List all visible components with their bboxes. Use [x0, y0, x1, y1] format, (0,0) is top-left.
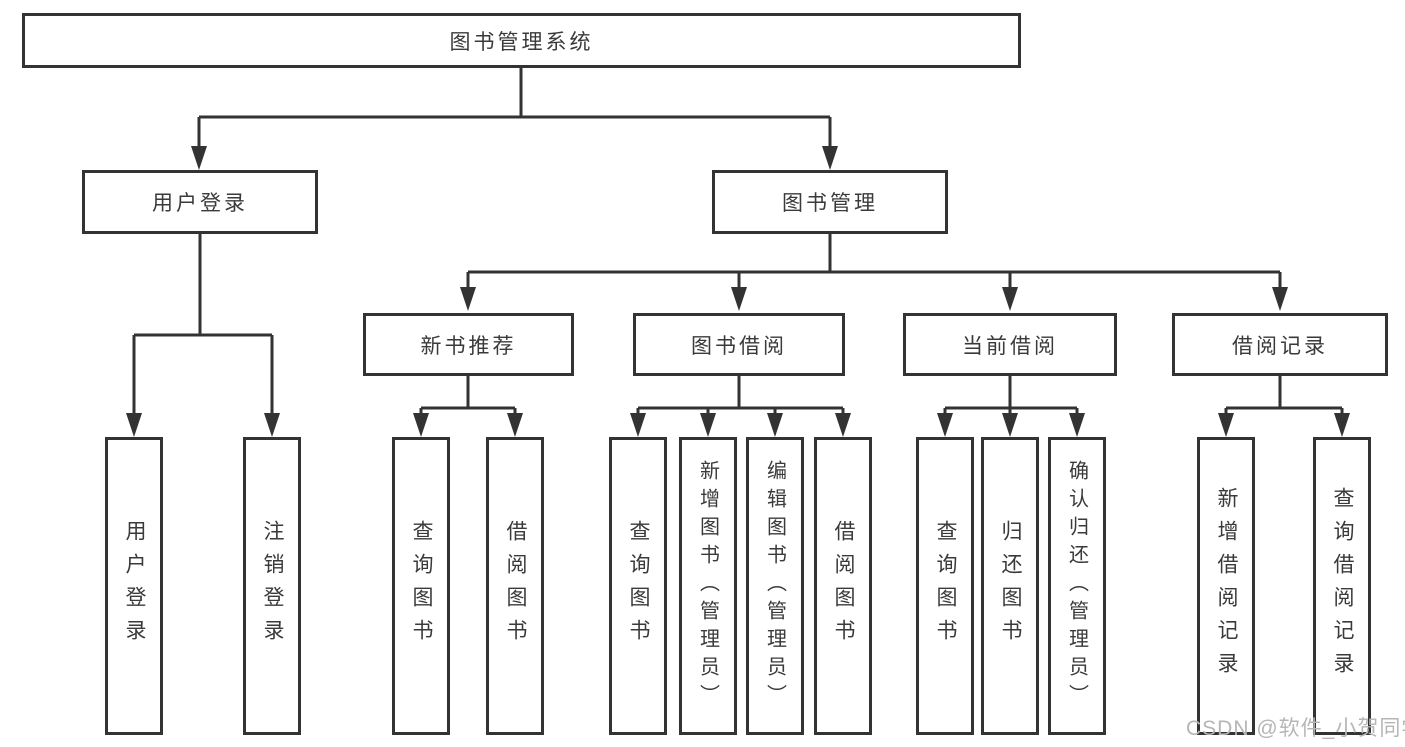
node-leaf-br-query-record: 查询借阅记录: [1313, 437, 1371, 735]
node-leaf-nb-borrow-books: 借阅图书: [486, 437, 544, 735]
arrowheads: [126, 146, 1350, 437]
node-leaf-cb-confirm-return-admin: 确认归还（管理员）: [1048, 437, 1106, 735]
node-label: 查询图书: [410, 520, 433, 652]
connector-bookmgmt-to-level3: [466, 234, 1282, 291]
node-label: 图书借阅: [691, 334, 787, 358]
node-leaf-cb-query-books: 查询图书: [916, 437, 974, 735]
node-root-system: 图书管理系统: [22, 13, 1021, 68]
node-label: 用户登录: [152, 192, 248, 215]
node-label: 查询图书: [627, 520, 650, 652]
node-label: 借阅图书: [504, 520, 527, 652]
node-label: 归还图书: [999, 520, 1022, 652]
node-label: 编辑图书（管理员）: [763, 460, 786, 712]
node-leaf-bb-borrow-books: 借阅图书: [814, 437, 872, 735]
node-label: 查询借阅记录: [1331, 487, 1354, 685]
node-leaf-cb-return-books: 归还图书: [981, 437, 1039, 735]
node-leaf-logout: 注销登录: [243, 437, 301, 735]
node-label: 图书管理系统: [449, 30, 594, 54]
node-book-management-branch: 图书管理: [712, 170, 948, 234]
csdn-watermark: CSDN @软件_小贺同学: [1186, 717, 1405, 740]
node-leaf-bb-edit-books-admin: 编辑图书（管理员）: [746, 437, 804, 735]
node-label: 借阅图书: [832, 520, 855, 652]
node-user-login-branch: 用户登录: [82, 170, 318, 234]
node-leaf-nb-query-books: 查询图书: [392, 437, 450, 735]
connector-currentborrow-to-leaves: [943, 376, 1079, 419]
node-leaf-br-add-record: 新增借阅记录: [1197, 437, 1255, 735]
node-label: 新增图书（管理员）: [696, 460, 719, 712]
connector-root-to-level2: [197, 68, 832, 150]
node-label: 新增借阅记录: [1215, 487, 1238, 685]
node-current-borrow: 当前借阅: [903, 313, 1117, 376]
connector-newbooks-to-leaves: [419, 376, 517, 419]
connector-bookborrow-to-leaves: [636, 376, 845, 419]
node-book-borrow: 图书借阅: [633, 313, 845, 376]
node-label: 用户登录: [123, 520, 146, 652]
node-label: 新书推荐: [420, 334, 517, 358]
node-borrow-records: 借阅记录: [1172, 313, 1388, 376]
node-label: 当前借阅: [962, 334, 1058, 358]
node-label: 图书管理: [782, 192, 878, 215]
node-label: 注销登录: [261, 520, 284, 652]
connector-userlogin-to-leaves: [132, 234, 274, 417]
node-leaf-bb-query-books: 查询图书: [609, 437, 667, 735]
node-new-book-recommend: 新书推荐: [363, 313, 574, 376]
node-leaf-bb-add-books-admin: 新增图书（管理员）: [679, 437, 737, 735]
node-label: 查询图书: [934, 520, 957, 652]
node-label: 确认归还（管理员）: [1065, 460, 1088, 712]
connector-borrowrecords-to-leaves: [1224, 376, 1344, 419]
node-label: 借阅记录: [1232, 334, 1328, 358]
node-leaf-user-login: 用户登录: [105, 437, 163, 735]
